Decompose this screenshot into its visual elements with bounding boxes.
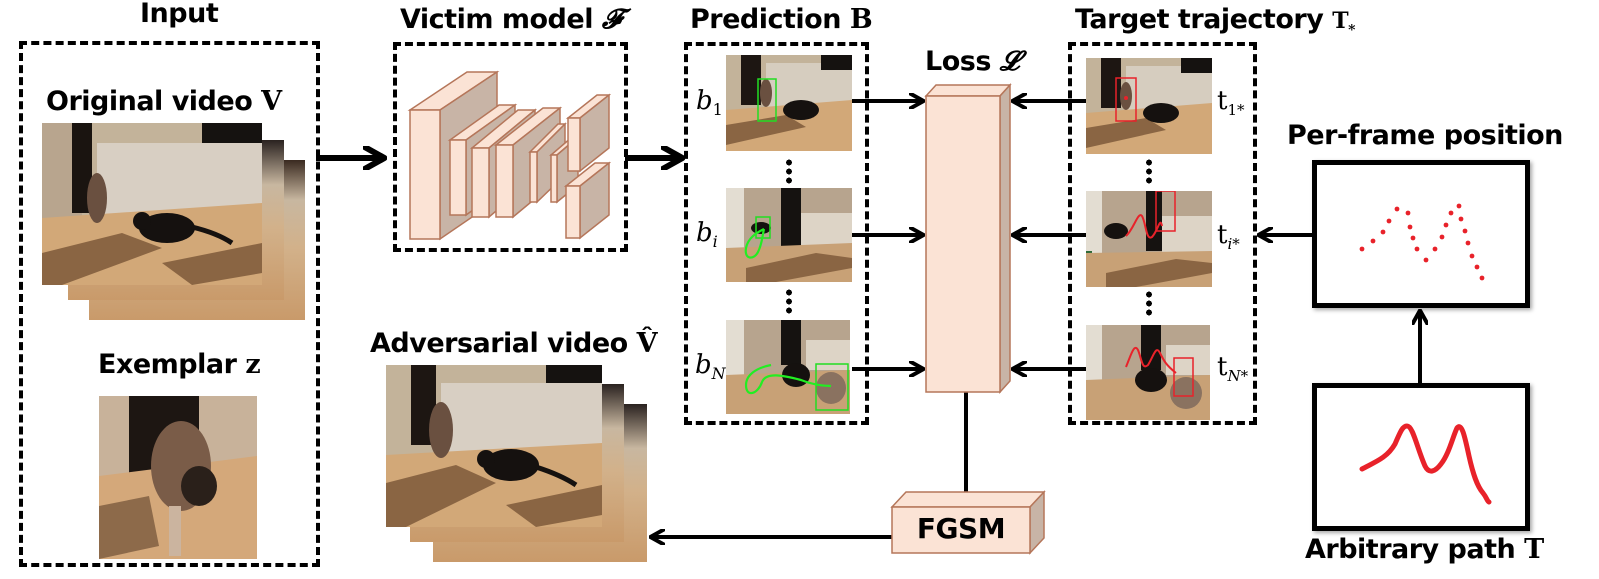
prediction-title: Prediction B	[690, 4, 873, 35]
target-ellipsis-1	[1146, 158, 1152, 186]
original-video-title: Original video V	[46, 86, 282, 117]
prediction-symbol: B	[849, 4, 873, 35]
input-title: Input	[140, 0, 219, 29]
exemplar-symbol: z	[245, 349, 261, 380]
target-bbox-1	[1115, 77, 1137, 122]
prediction-text: Prediction	[690, 4, 850, 35]
target-label-N: tN*	[1217, 352, 1249, 386]
original-video-text: Original video	[46, 86, 262, 117]
adversarial-video-symbol: V̂	[636, 328, 658, 359]
video-frame-front	[42, 123, 262, 285]
target-bbox-i	[1155, 191, 1176, 232]
prediction-track-i	[744, 228, 766, 259]
arbitrary-path-symbol: T	[1524, 534, 1544, 565]
target-trajectory-symbol: T	[1332, 8, 1349, 34]
prediction-bbox-N	[815, 363, 849, 411]
target-trajectory-title: Target trajectory T*	[1075, 4, 1355, 38]
arbitrary-path-text: Arbitrary path	[1305, 534, 1525, 565]
victim-model-text: Victim model	[400, 4, 602, 35]
adversarial-video-title: Adversarial video V̂	[370, 328, 658, 359]
prediction-ellipsis-2	[786, 288, 792, 314]
victim-model-symbol: 𝓕	[601, 4, 622, 35]
per-frame-position-box	[1312, 160, 1530, 308]
target-label-i: ti*	[1217, 220, 1240, 254]
target-label-1: t1*	[1217, 86, 1245, 120]
original-video-symbol: V	[261, 86, 282, 117]
prediction-label-1: b1	[696, 86, 723, 120]
prediction-track-N	[744, 363, 832, 395]
prediction-label-N: bN	[695, 350, 726, 384]
target-frame-i-image	[1086, 191, 1212, 287]
adversarial-video-text: Adversarial video	[370, 328, 637, 359]
arbitrary-path-box	[1312, 383, 1530, 531]
prediction-frame-1-image	[726, 55, 852, 151]
target-bbox-N	[1173, 357, 1194, 397]
exemplar-title: Exemplar z	[98, 349, 261, 380]
prediction-ellipsis-1	[786, 158, 792, 184]
target-frame-N-image	[1086, 325, 1210, 420]
prediction-label-i: bi	[696, 218, 718, 252]
per-frame-position-title: Per-frame position	[1287, 120, 1563, 151]
input-panel	[19, 41, 320, 567]
per-frame-dots	[1359, 203, 1485, 281]
prediction-frame-N-image	[726, 320, 850, 414]
prediction-frame-i-image	[726, 188, 852, 282]
exemplar-text: Exemplar	[98, 349, 246, 380]
victim-model-title: Victim model 𝓕	[400, 4, 622, 36]
victim-model-panel	[393, 42, 628, 252]
target-track-i	[1125, 214, 1163, 239]
fgsm-label: FGSM	[916, 512, 1006, 545]
video-frame-front-image	[42, 123, 262, 285]
target-trajectory-panel	[1068, 42, 1257, 425]
target-frame-1-image	[1086, 58, 1212, 154]
target-track-N	[1125, 347, 1177, 374]
target-ellipsis-2	[1146, 290, 1152, 318]
loss-title: Loss 𝓛	[925, 46, 1019, 78]
target-trajectory-subscript: *	[1348, 22, 1355, 39]
loss-text: Loss	[925, 46, 1000, 77]
prediction-bbox-1	[757, 78, 777, 122]
adversarial-frame-front	[386, 365, 602, 527]
exemplar-image	[99, 396, 257, 559]
loss-symbol: 𝓛	[999, 46, 1020, 77]
target-trajectory-text: Target trajectory	[1075, 4, 1333, 35]
arbitrary-path-title: Arbitrary path T	[1305, 534, 1544, 565]
arbitrary-path-curve	[1359, 423, 1492, 505]
prediction-panel	[684, 42, 869, 425]
